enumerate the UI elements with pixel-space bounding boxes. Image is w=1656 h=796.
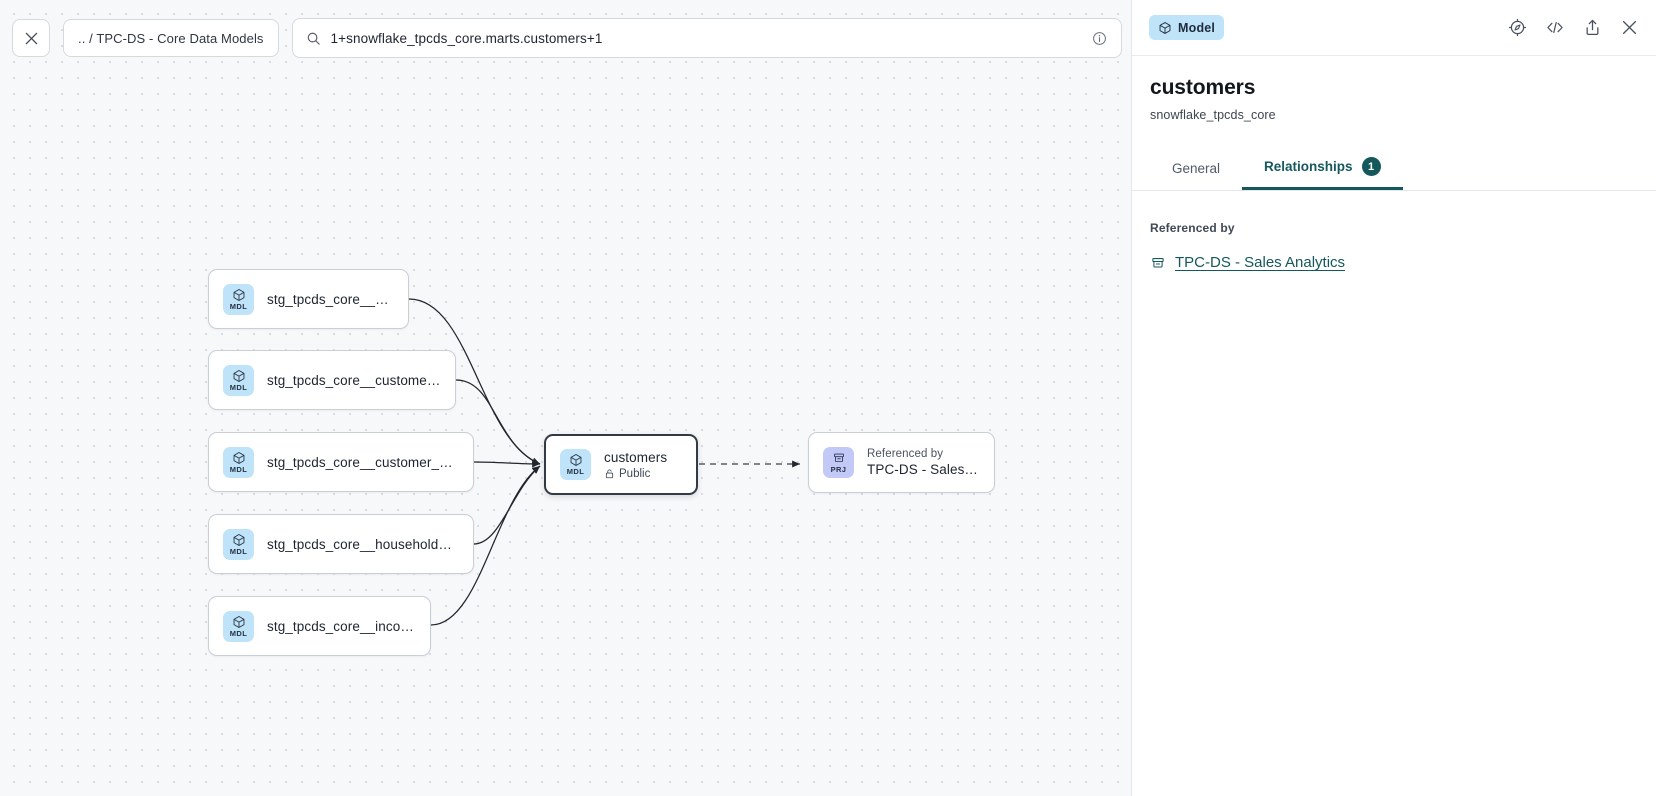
panel-tabs: General Relationships 1: [1132, 148, 1656, 191]
section-label-referenced-by: Referenced by: [1150, 221, 1235, 235]
node-label: stg_tpcds_core__customer: [267, 291, 394, 307]
close-icon: [25, 32, 37, 44]
breadcrumb[interactable]: .. / TPC-DS - Core Data Models: [63, 19, 279, 57]
search-input[interactable]: 1+snowflake_tpcds_core.marts.customers+1: [330, 30, 603, 46]
cube-icon: [570, 454, 581, 466]
lineage-node-upstream[interactable]: MDL stg_tpcds_core__customer: [208, 269, 409, 329]
panel-actions: [1508, 18, 1639, 37]
close-lineage-button[interactable]: [12, 19, 50, 57]
lineage-node-downstream[interactable]: PRJ Referenced by TPC-DS - Sales Analyti…: [808, 432, 995, 493]
model-badge: MDL: [223, 528, 254, 560]
node-visibility: Public: [604, 468, 667, 480]
project-badge: PRJ: [823, 447, 854, 478]
lineage-edges: [408, 298, 800, 626]
list-item[interactable]: TPC-DS - Sales Analytics: [1150, 254, 1638, 271]
tab-count-badge: 1: [1361, 157, 1381, 176]
cube-icon: [233, 288, 244, 301]
project-icon: [833, 453, 844, 462]
node-label: stg_tpcds_core__customer_demogra…: [267, 454, 459, 470]
cube-icon: [1159, 21, 1171, 34]
visibility-label: Public: [619, 467, 651, 480]
model-badge: MDL: [223, 283, 254, 315]
tab-general[interactable]: General: [1150, 152, 1242, 190]
model-badge: MDL: [223, 446, 254, 478]
info-icon[interactable]: [1092, 31, 1107, 46]
details-panel: Model: [1131, 0, 1656, 796]
cube-icon: [233, 615, 244, 628]
badge-type: MDL: [566, 467, 585, 476]
tab-label: Relationships: [1264, 159, 1353, 174]
lineage-node-focused[interactable]: MDL customers Public: [544, 434, 698, 495]
details-panel-heading: customers snowflake_tpcds_core: [1132, 56, 1656, 122]
model-badge: MDL: [560, 449, 591, 480]
badge-type: MDL: [229, 546, 248, 556]
tab-relationships[interactable]: Relationships 1: [1242, 148, 1403, 190]
share-icon[interactable]: [1583, 18, 1602, 37]
node-label: stg_tpcds_core__customer_address: [267, 372, 441, 388]
relationships-content: Referenced by TPC-DS - Sales Analytics: [1132, 191, 1656, 271]
page-title: customers: [1150, 76, 1256, 99]
node-kicker: Referenced by: [867, 448, 944, 460]
lineage-search[interactable]: 1+snowflake_tpcds_core.marts.customers+1: [291, 18, 1122, 58]
lineage-node-upstream[interactable]: MDL stg_tpcds_core__customer_address: [208, 350, 456, 410]
node-label: customers: [604, 449, 668, 465]
badge-type: MDL: [229, 464, 248, 474]
details-panel-header: Model: [1132, 0, 1656, 56]
lineage-node-upstream[interactable]: MDL stg_tpcds_core__customer_demogra…: [208, 432, 474, 492]
badge-type: MDL: [229, 628, 248, 638]
entity-type-label: Model: [1178, 20, 1216, 35]
lineage-canvas[interactable]: .. / TPC-DS - Core Data Models 1+snowfla…: [0, 0, 1131, 796]
project-icon: [1152, 257, 1164, 268]
cube-icon: [233, 451, 244, 464]
badge-type: MDL: [229, 382, 248, 392]
canvas-toolbar: .. / TPC-DS - Core Data Models 1+snowfla…: [12, 18, 1131, 58]
referenced-by-link[interactable]: TPC-DS - Sales Analytics: [1175, 254, 1346, 271]
lock-icon: [605, 469, 614, 479]
model-badge: MDL: [223, 610, 254, 642]
page-subtitle: snowflake_tpcds_core: [1150, 108, 1276, 122]
node-label: TPC-DS - Sales Analytics: [867, 462, 980, 477]
model-badge: MDL: [223, 364, 254, 396]
node-label: stg_tpcds_core__income_band: [267, 618, 416, 634]
badge-type: PRJ: [830, 465, 847, 474]
cube-icon: [233, 533, 244, 546]
cube-icon: [233, 369, 244, 382]
lineage-node-upstream[interactable]: MDL stg_tpcds_core__income_band: [208, 596, 431, 656]
node-label: stg_tpcds_core__household_demogr…: [267, 536, 459, 552]
close-icon[interactable]: [1620, 18, 1639, 37]
badge-type: MDL: [229, 301, 248, 311]
tab-label: General: [1172, 161, 1221, 176]
breadcrumb-label: .. / TPC-DS - Core Data Models: [78, 30, 264, 46]
explore-icon[interactable]: [1508, 18, 1527, 37]
entity-type-chip: Model: [1149, 15, 1225, 40]
lineage-node-upstream[interactable]: MDL stg_tpcds_core__household_demogr…: [208, 514, 474, 574]
search-icon: [307, 32, 320, 45]
code-icon[interactable]: [1545, 18, 1565, 37]
